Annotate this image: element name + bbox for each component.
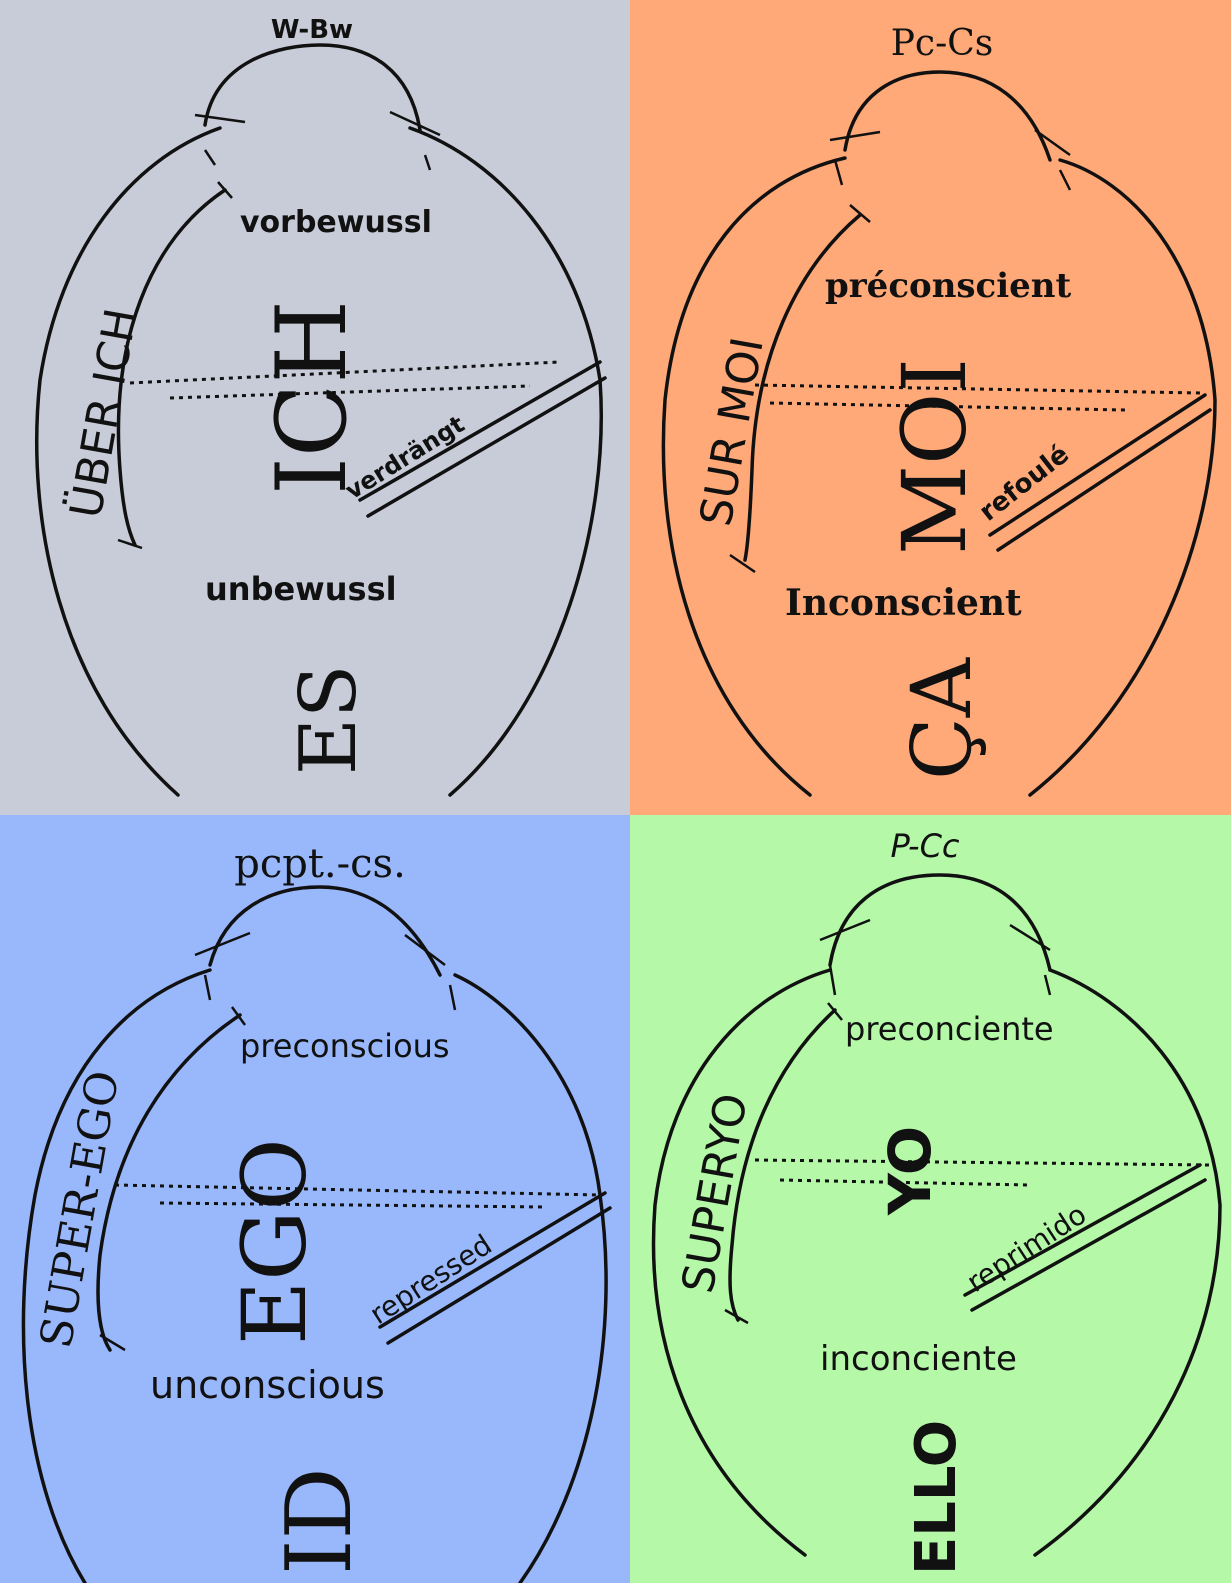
id-label: ÇA bbox=[895, 656, 990, 780]
ego-label: YO bbox=[876, 1126, 944, 1216]
spanish-diagram: P-Cc SUPERYO preconciente YO reprimido i… bbox=[630, 815, 1231, 1583]
unconscious-label: inconciente bbox=[820, 1339, 1017, 1379]
ego-label: MOI bbox=[883, 358, 986, 555]
ego-label: ICH bbox=[256, 300, 368, 495]
unconscious-label: unbewussl bbox=[205, 570, 397, 608]
english-diagram: pcpt.-cs. SUPER-EGO preconscious EGO rep… bbox=[0, 815, 630, 1583]
ego-label: EGO bbox=[223, 1138, 326, 1345]
preconscious-label: vorbewussl bbox=[240, 205, 432, 240]
perception-label: pcpt.-cs. bbox=[234, 841, 406, 887]
unconscious-label: unconscious bbox=[150, 1363, 385, 1407]
preconscious-label: préconscient bbox=[825, 266, 1072, 306]
perception-label: P-Cc bbox=[890, 827, 959, 865]
id-label: ES bbox=[284, 665, 374, 775]
unconscious-label: Inconscient bbox=[785, 582, 1022, 624]
id-label: ID bbox=[267, 1467, 372, 1575]
english-panel: pcpt.-cs. SUPER-EGO preconscious EGO rep… bbox=[0, 815, 630, 1583]
french-diagram: Pc-Cs SUR MOI préconscient MOI refoulé I… bbox=[630, 0, 1231, 815]
spanish-panel: P-Cc SUPERYO preconciente YO reprimido i… bbox=[630, 815, 1231, 1583]
french-panel: Pc-Cs SUR MOI préconscient MOI refoulé I… bbox=[630, 0, 1231, 815]
perception-label: Pc-Cs bbox=[891, 23, 994, 64]
id-label: ELLO bbox=[904, 1420, 969, 1575]
perception-label: W-Bw bbox=[271, 15, 353, 45]
german-diagram: W-Bw ÜBER ICH vorbewussl ICH verdrängt u… bbox=[0, 0, 630, 815]
preconscious-label: preconscious bbox=[240, 1027, 450, 1065]
preconscious-label: preconciente bbox=[845, 1010, 1054, 1048]
german-panel: W-Bw ÜBER ICH vorbewussl ICH verdrängt u… bbox=[0, 0, 630, 815]
